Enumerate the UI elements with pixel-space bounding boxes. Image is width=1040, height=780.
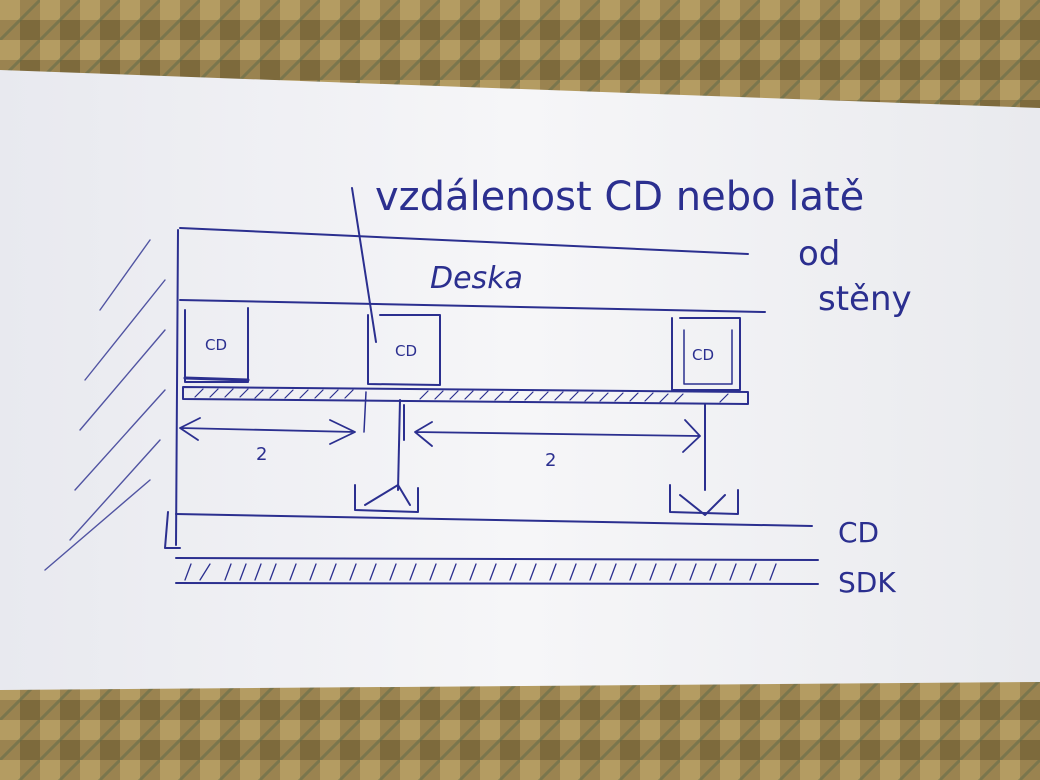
annotation-line-3: stěny [818,279,912,319]
board-top-line [179,227,749,255]
cd-profile-3: CD [671,317,741,391]
annotation-pointer [351,187,377,343]
right-label-sdk: SDK [838,566,896,599]
dimension-right: 2 [414,419,701,471]
batten-strip [182,386,749,405]
board-label: Deska [430,261,523,296]
cd-profile-2: CD [367,314,441,386]
hanger-2 [669,403,739,516]
wall-line [175,229,179,546]
wall-hatching [44,239,166,571]
paper-sheet [0,70,1040,690]
annotation-line-1: vzdálenost CD nebo latě [375,174,864,220]
dimension-left-value: 2 [256,444,267,465]
dimension-left: 2 [179,391,367,465]
cd-label-3: CD [692,346,714,364]
board-bottom-line [179,299,766,313]
cd-label-2: CD [395,342,417,360]
hanger-1 [354,399,419,513]
bottom-cd-line [164,511,813,549]
cd-label-1: CD [205,336,227,354]
dimension-right-value: 2 [545,450,556,471]
cd-profile-1: CD [183,307,250,383]
sdk-board [175,557,819,585]
right-label-cd: CD [838,516,879,549]
annotation-line-2: od [798,234,840,274]
